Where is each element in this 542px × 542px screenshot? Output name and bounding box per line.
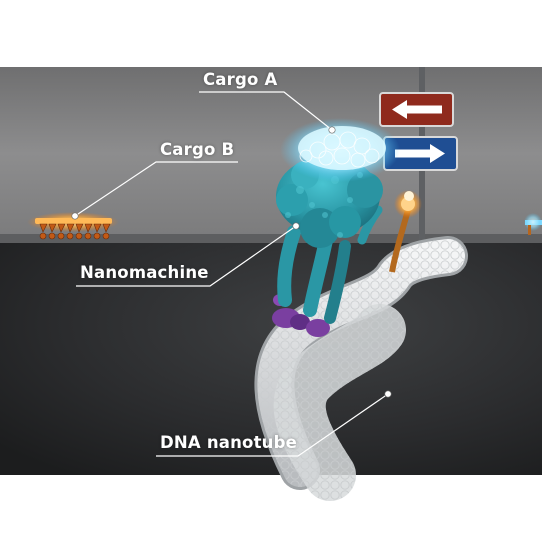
marker-nanomachine [292, 222, 300, 230]
marker-cargo-b [71, 212, 79, 220]
leader-nanomachine [76, 225, 297, 287]
arrow-left-icon [392, 100, 442, 119]
label-nanomachine: Nanomachine [80, 263, 209, 282]
sign-left [379, 92, 454, 127]
arrow-right-icon [395, 144, 445, 163]
cargo-b-rack [27, 212, 119, 240]
leader-lines [74, 91, 389, 457]
wall-baseboard [0, 234, 542, 243]
distant-cargo [524, 213, 542, 235]
cargo-a-mesh [280, 118, 400, 182]
leader-dna-nanotube [156, 393, 389, 457]
cargo-stalk [389, 190, 422, 273]
leader-dots [71, 126, 392, 398]
leader-cargo-a [199, 91, 333, 131]
motor-feet [272, 294, 330, 337]
label-dna-nanotube: DNA nanotube [160, 433, 298, 452]
leader-cargo-b [74, 161, 238, 217]
label-cargo-b: Cargo B [160, 140, 235, 159]
marker-dna-nanotube [384, 390, 392, 398]
marker-cargo-a [328, 126, 336, 134]
label-cargo-a: Cargo A [203, 70, 278, 89]
